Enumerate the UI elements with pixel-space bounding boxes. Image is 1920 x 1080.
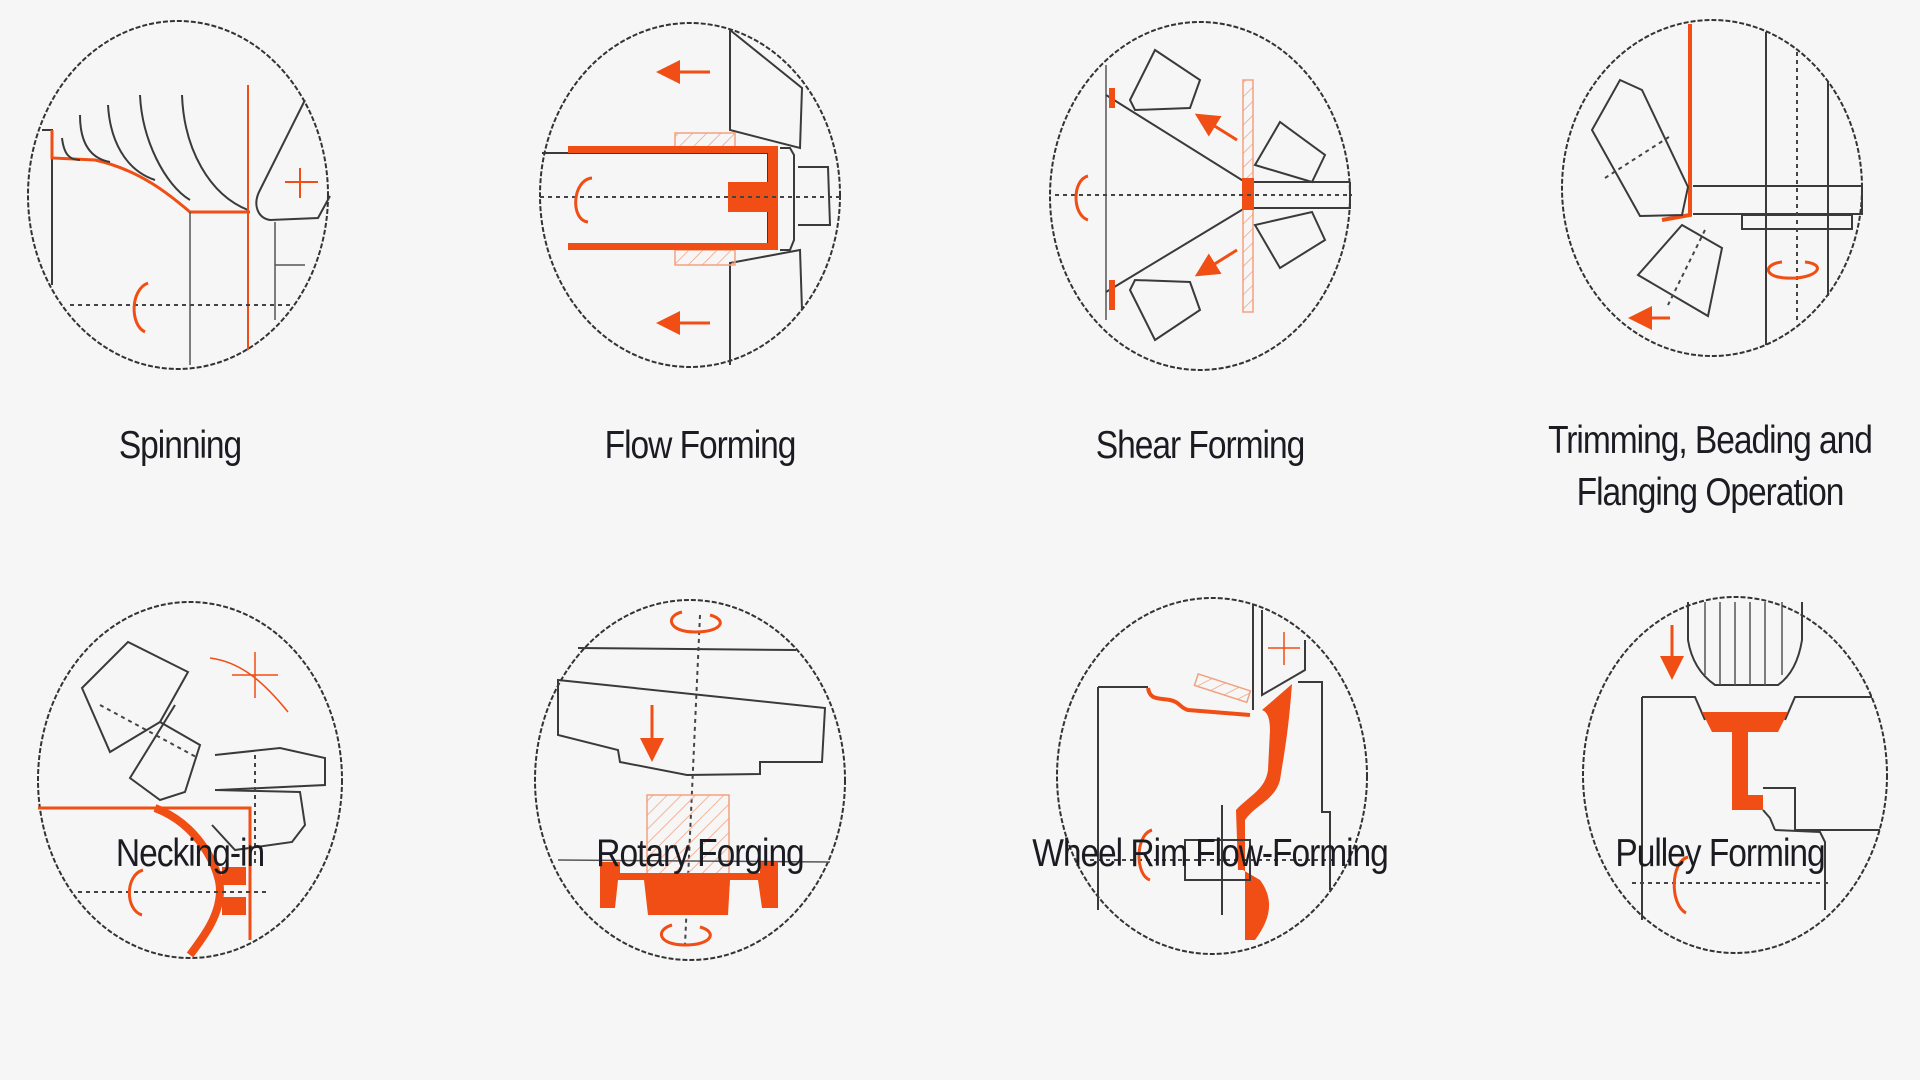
process-label: Shear Forming <box>1095 424 1305 467</box>
process-label: Pulley Forming <box>1615 832 1825 875</box>
process-card-pulley-forming: Pulley Forming <box>1520 580 1920 1080</box>
process-card-trimming-beading-flanging: Trimming, Beading and Flanging Operation <box>1500 0 1920 540</box>
spinning-diagram <box>27 20 331 370</box>
flow-forming-diagram <box>539 22 841 368</box>
rotation-arrow-icon <box>127 868 144 917</box>
process-card-wheel-rim-flow-forming: Wheel Rim Flow-Forming <box>1000 580 1450 1080</box>
rotation-arrow-icon <box>1766 260 1819 280</box>
feed-cross-icon <box>285 168 318 198</box>
rotation-arrow-icon <box>1137 828 1153 882</box>
process-card-rotary-forging: Rotary Forging <box>500 580 900 1080</box>
pulley-forming-diagram <box>1582 596 1888 954</box>
process-label: Wheel Rim Flow-Forming <box>1032 832 1389 875</box>
rotation-arrow-icon <box>660 610 722 947</box>
process-label: Rotary Forging <box>596 832 804 875</box>
rotation-arrow-icon <box>574 176 593 224</box>
feed-cross-icon <box>209 652 289 713</box>
direction-arrow-icon <box>656 60 710 335</box>
process-label: Trimming, Beading and Flanging Operation <box>1548 419 1873 514</box>
process-label: Flow Forming <box>604 424 797 467</box>
rotation-arrow-icon <box>132 281 149 334</box>
process-card-spinning: Spinning <box>0 0 360 480</box>
process-label: Necking-in <box>115 832 265 875</box>
direction-arrow-icon <box>1194 113 1238 277</box>
necking-in-diagram <box>37 601 343 959</box>
wheel-rim-flow-forming-diagram <box>1056 597 1368 955</box>
shear-forming-diagram <box>1049 21 1352 371</box>
process-card-necking-in: Necking-in <box>0 580 380 1080</box>
process-label: Spinning <box>118 424 242 467</box>
feed-cross-icon <box>1268 632 1300 665</box>
trimming-beading-flanging-diagram <box>1561 19 1863 357</box>
rotation-arrow-icon <box>1074 174 1089 222</box>
process-card-shear-forming: Shear Forming <box>1000 0 1400 480</box>
rotation-arrow-icon <box>1672 855 1689 915</box>
process-card-flow-forming: Flow Forming <box>500 0 900 480</box>
rotary-forging-diagram <box>534 599 846 961</box>
